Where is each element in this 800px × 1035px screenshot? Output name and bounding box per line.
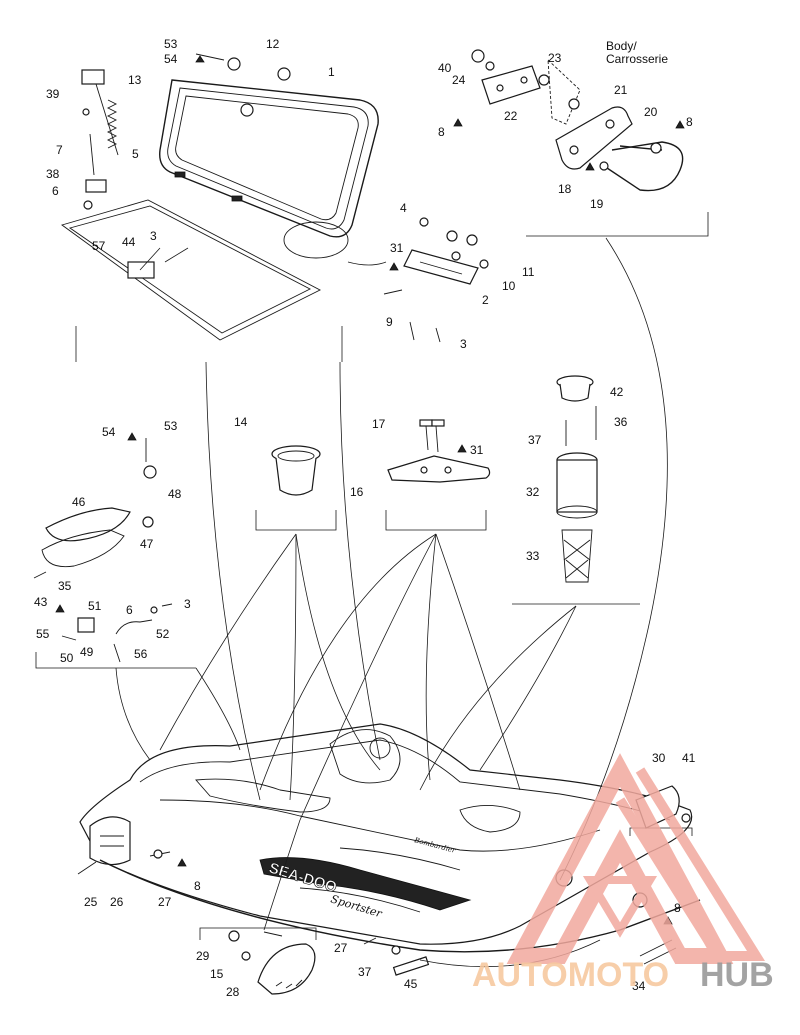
callout-42: 42 <box>610 385 624 399</box>
lid-fasteners <box>195 53 291 81</box>
callout-6: 6 <box>126 603 133 617</box>
callout-37: 37 <box>358 965 372 979</box>
small-hardware-group <box>55 603 173 663</box>
callout-10: 10 <box>502 279 516 293</box>
leader-curves <box>115 237 668 968</box>
callout-4: 4 <box>400 201 407 215</box>
callout-37: 37 <box>528 433 542 447</box>
callout-54: 54 <box>164 52 178 66</box>
callout-50: 50 <box>60 651 74 665</box>
callout-20: 20 <box>644 105 658 119</box>
watermark-text-b: HUB <box>700 956 774 994</box>
latch-bracket-assembly <box>283 217 489 343</box>
callout-49: 49 <box>80 645 94 659</box>
callout-8: 8 <box>686 115 693 129</box>
callout-39: 39 <box>46 87 60 101</box>
callout-43: 43 <box>34 595 48 609</box>
callout-8: 8 <box>194 879 201 893</box>
callout-53: 53 <box>164 419 178 433</box>
callout-14: 14 <box>234 415 248 429</box>
callout-numbers: 53 54 12 1 13 39 5 7 38 6 57 44 3 40 24 … <box>34 37 696 999</box>
callout-6: 6 <box>52 184 59 198</box>
callout-27: 27 <box>334 941 348 955</box>
callout-31: 31 <box>470 443 484 457</box>
callout-48: 48 <box>168 487 182 501</box>
cover-and-gasket <box>33 432 157 579</box>
storage-bin-tray <box>60 199 321 341</box>
callout-38: 38 <box>46 167 60 181</box>
callout-44: 44 <box>122 235 136 249</box>
callout-13: 13 <box>128 73 142 87</box>
callout-27: 27 <box>158 895 172 909</box>
callout-3: 3 <box>184 597 191 611</box>
body-label-fr: Carrosserie <box>606 52 668 66</box>
callout-12: 12 <box>266 37 280 51</box>
callout-19: 19 <box>590 197 604 211</box>
callout-40: 40 <box>438 61 452 75</box>
callout-16: 16 <box>350 485 364 499</box>
watermark-logo <box>506 753 766 964</box>
callout-3: 3 <box>460 337 467 351</box>
callout-54: 54 <box>102 425 116 439</box>
callout-2: 2 <box>482 293 489 307</box>
callout-46: 46 <box>72 495 86 509</box>
callout-41: 41 <box>682 751 696 765</box>
callout-57: 57 <box>92 239 106 253</box>
callout-32: 32 <box>526 485 540 499</box>
callout-31: 31 <box>390 241 404 255</box>
plate-and-u-bolt-assembly <box>453 49 685 192</box>
callout-55: 55 <box>36 627 50 641</box>
callout-33: 33 <box>526 549 540 563</box>
watermark-text-a: AUTOMOTO <box>472 956 669 994</box>
rear-components <box>77 849 187 875</box>
watercraft-hull <box>79 723 701 953</box>
storage-sleeve-assembly <box>556 375 598 583</box>
body-label: Body/ <box>606 39 637 53</box>
callout-21: 21 <box>614 83 628 97</box>
callout-18: 18 <box>558 182 572 196</box>
callout-9: 9 <box>386 315 393 329</box>
callout-29: 29 <box>196 949 210 963</box>
callout-30: 30 <box>652 751 666 765</box>
callout-3: 3 <box>150 229 157 243</box>
callout-28: 28 <box>226 985 240 999</box>
callout-56: 56 <box>134 647 148 661</box>
callout-47: 47 <box>140 537 154 551</box>
storage-hatch-lid <box>159 79 379 238</box>
hinge-spring-assembly <box>81 69 119 210</box>
callout-34: 34 <box>632 979 646 993</box>
callout-25: 25 <box>84 895 98 909</box>
bottom-fasteners <box>363 937 430 976</box>
callout-15: 15 <box>210 967 224 981</box>
callout-5: 5 <box>132 147 139 161</box>
callout-26: 26 <box>110 895 124 909</box>
callout-53: 53 <box>164 37 178 51</box>
cup-holder <box>271 445 321 496</box>
vent-cover-assembly <box>199 927 317 995</box>
callout-17: 17 <box>372 417 386 431</box>
callout-23: 23 <box>548 51 562 65</box>
callout-11: 11 <box>522 265 535 279</box>
callout-35: 35 <box>58 579 72 593</box>
callout-22: 22 <box>504 109 518 123</box>
callout-24: 24 <box>452 73 466 87</box>
callout-8: 8 <box>438 125 445 139</box>
callout-45: 45 <box>404 977 418 991</box>
cleat-assembly <box>387 419 491 483</box>
callout-51: 51 <box>88 599 102 613</box>
callout-8: 8 <box>674 901 681 915</box>
callout-1: 1 <box>328 65 335 79</box>
callout-36: 36 <box>614 415 628 429</box>
callout-7: 7 <box>56 143 63 157</box>
group-brackets <box>35 212 709 669</box>
callout-52: 52 <box>156 627 170 641</box>
